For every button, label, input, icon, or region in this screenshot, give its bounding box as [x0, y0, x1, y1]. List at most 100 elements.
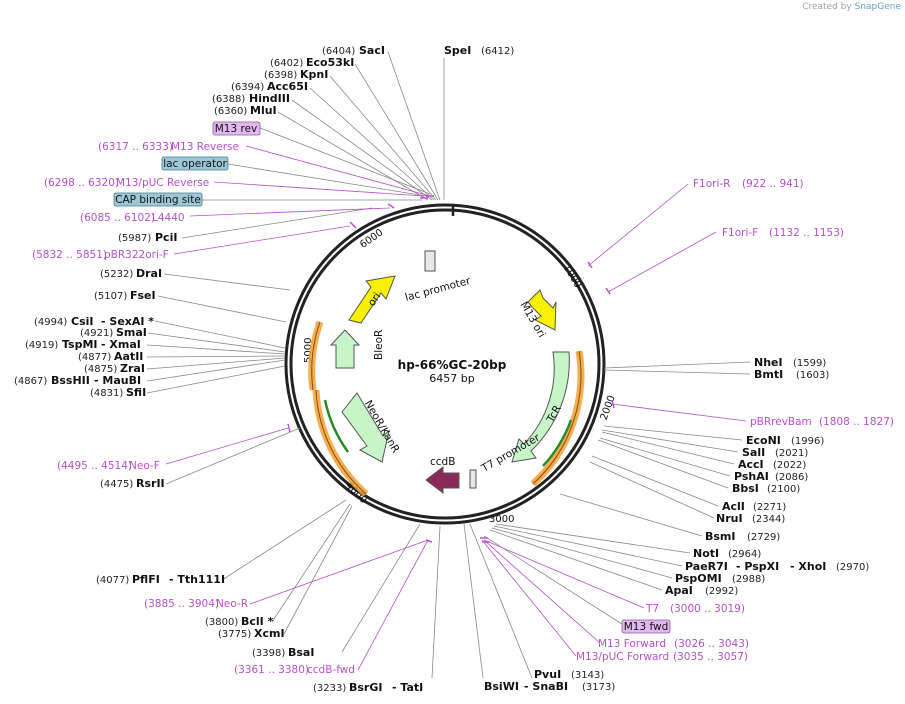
primer-range: (3000 .. 3019): [670, 603, 745, 615]
enzyme-extra2: - XhoI: [790, 560, 826, 573]
enzyme-tspMI: (4919) TspMI - XmaI: [25, 338, 141, 351]
feature-t7-promoter-box: [469, 469, 477, 489]
primer-range: (3361 .. 3380): [234, 664, 309, 676]
enzyme-name: BsmI: [705, 530, 736, 543]
enzyme-pos: (6412): [481, 46, 514, 57]
primer-range: (922 .. 941): [742, 178, 804, 190]
enzyme-bssHII: (4867) BssHII - MauBI: [14, 374, 141, 387]
enzyme-pos: (1996): [791, 436, 824, 447]
feature-tcr-arrow: [511, 351, 570, 463]
enzyme-pos: (3775): [218, 629, 251, 640]
enzyme-name: TspMI: [62, 338, 98, 351]
orf-bleor-arc: [308, 320, 324, 391]
enzyme-acc65I: (6394) Acc65I: [231, 80, 308, 93]
primer-name: M13/pUC Forward: [576, 651, 669, 663]
enzyme-fseI: (5107) FseI: [94, 289, 156, 302]
primer-m13-puc-reverse: (6298 .. 6320) M13/pUC Reverse: [44, 177, 209, 189]
enzyme-name: EcoNI: [746, 434, 781, 447]
tick-6000: 6000: [358, 227, 385, 251]
enzyme-rsrII: (4475) RsrII: [100, 477, 165, 490]
feature-ccdb-arrow: [425, 465, 460, 495]
enzyme-name: SacI: [359, 44, 385, 57]
primer-m13-puc-forward: M13/pUC Forward (3035 .. 3057): [576, 651, 748, 663]
enzyme-pos: (4919): [25, 340, 58, 351]
enzyme-pspOMI: PspOMI (2988): [675, 572, 765, 585]
enzyme-pos: (2271): [753, 502, 786, 513]
enzyme-aclI: AclI (2271): [722, 500, 786, 513]
enzyme-pos: (5987): [118, 233, 151, 244]
enzyme-extra: - Tth111I: [169, 573, 225, 586]
enzyme-extra: - SnaBI: [524, 680, 568, 693]
enzyme-pos: (4921): [80, 328, 113, 339]
enzyme-kpnI: (6398) KpnI: [264, 68, 328, 81]
primer-range: (1132 .. 1153): [769, 227, 844, 239]
box-lac-operator-label: lac operator: [163, 158, 227, 170]
tick-3000: 3000: [489, 514, 514, 525]
box-m13-fwd-label: M13 fwd: [624, 621, 669, 633]
enzyme-pos: (1603): [796, 370, 829, 381]
orf-bleor-core: [311, 321, 321, 391]
enzyme-bbsI: BbsI (2100): [732, 482, 800, 495]
primer-name: T7: [645, 603, 659, 615]
enzyme-pos: (4994): [34, 317, 67, 328]
enzyme-bsrGI: (3233) BsrGI - TatI: [313, 681, 423, 694]
primer-range: (3026 .. 3043): [674, 638, 749, 650]
enzyme-name: HindIII: [249, 92, 290, 105]
enzyme-bsiWI: BsiWI - SnaBI (3173): [484, 680, 615, 693]
enzyme-smaI: (4921) SmaI: [80, 326, 147, 339]
enzyme-eco53kI: (6402) Eco53kI: [270, 56, 354, 69]
primer-range: (5832 .. 5851): [32, 249, 107, 261]
orf-neor-core: [315, 389, 367, 495]
enzyme-name: PspOMI: [675, 572, 722, 585]
primer-pbr322ori-f: (5832 .. 5851) pBR322ori-F: [32, 249, 169, 261]
enzyme-pos: (2344): [752, 514, 785, 525]
enzyme-name: PvuI: [534, 668, 561, 681]
enzyme-pflFI: (4077) PflFI - Tth111I: [96, 573, 225, 586]
enzyme-name: BmtI: [754, 368, 783, 381]
enzyme-pos: (3398): [252, 648, 285, 659]
enzyme-pos: (1599): [793, 358, 826, 369]
enzyme-pos: (6360): [214, 106, 247, 117]
enzyme-sacI: (6404) SacI: [322, 44, 385, 57]
enzyme-name: NotI: [693, 547, 719, 560]
enzyme-name: Eco53kI: [306, 56, 354, 69]
enzyme-nruI: NruI (2344): [716, 512, 785, 525]
enzyme-pos: (2729): [747, 532, 780, 543]
enzyme-sfiI: (4831) SfiI: [90, 386, 146, 399]
enzyme-extra: - XmaI: [101, 338, 141, 351]
primer-name: F1ori-F: [722, 227, 758, 239]
box-cap-binding-site-label: CAP binding site: [115, 194, 201, 206]
enzyme-pos: (3800): [205, 617, 238, 628]
feature-ori-arrow: [348, 275, 396, 324]
primer-name: Neo-F: [129, 460, 160, 472]
box-m13-rev: M13 rev: [212, 121, 261, 136]
enzyme-name: PciI: [155, 231, 177, 244]
enzyme-pos: (2988): [732, 574, 765, 585]
enzyme-zraI: (4875) ZraI: [84, 362, 145, 375]
enzyme-pos: (3143): [571, 670, 604, 681]
enzyme-name: AclI: [722, 500, 745, 513]
enzyme-pos: (4877): [78, 352, 111, 363]
enzyme-name: RsrII: [136, 477, 165, 490]
enzyme-pos: (6394): [231, 82, 264, 93]
enzyme-pos: (4077): [96, 575, 129, 586]
enzyme-name: SpeI: [444, 44, 471, 57]
primer-name: L4440: [152, 212, 185, 224]
enzyme-pos: (2964): [728, 549, 761, 560]
enzyme-pos: (2086): [775, 472, 808, 483]
primer-t7: T7 (3000 .. 3019): [645, 603, 745, 615]
enzyme-pos: (2100): [767, 484, 800, 495]
primer-f1ori-r: F1ori-R (922 .. 941): [693, 178, 804, 190]
enzyme-bsaI: (3398) BsaI: [252, 646, 314, 659]
tick-5000: 5000: [303, 338, 314, 363]
enzyme-name: BsaI: [288, 646, 314, 659]
snapgene-logo: SnapGene: [854, 2, 901, 12]
enzyme-pos: (2022): [773, 460, 806, 471]
enzyme-name: SmaI: [116, 326, 147, 339]
enzyme-name: PaeR7I: [685, 560, 728, 573]
enzyme-name: BsrGI: [349, 681, 382, 694]
primer-name: F1ori-R: [693, 178, 730, 190]
plasmid-length: 6457 bp: [429, 372, 474, 385]
orf-tcr-core: [532, 350, 582, 485]
enzyme-pos: (5232): [100, 269, 133, 280]
